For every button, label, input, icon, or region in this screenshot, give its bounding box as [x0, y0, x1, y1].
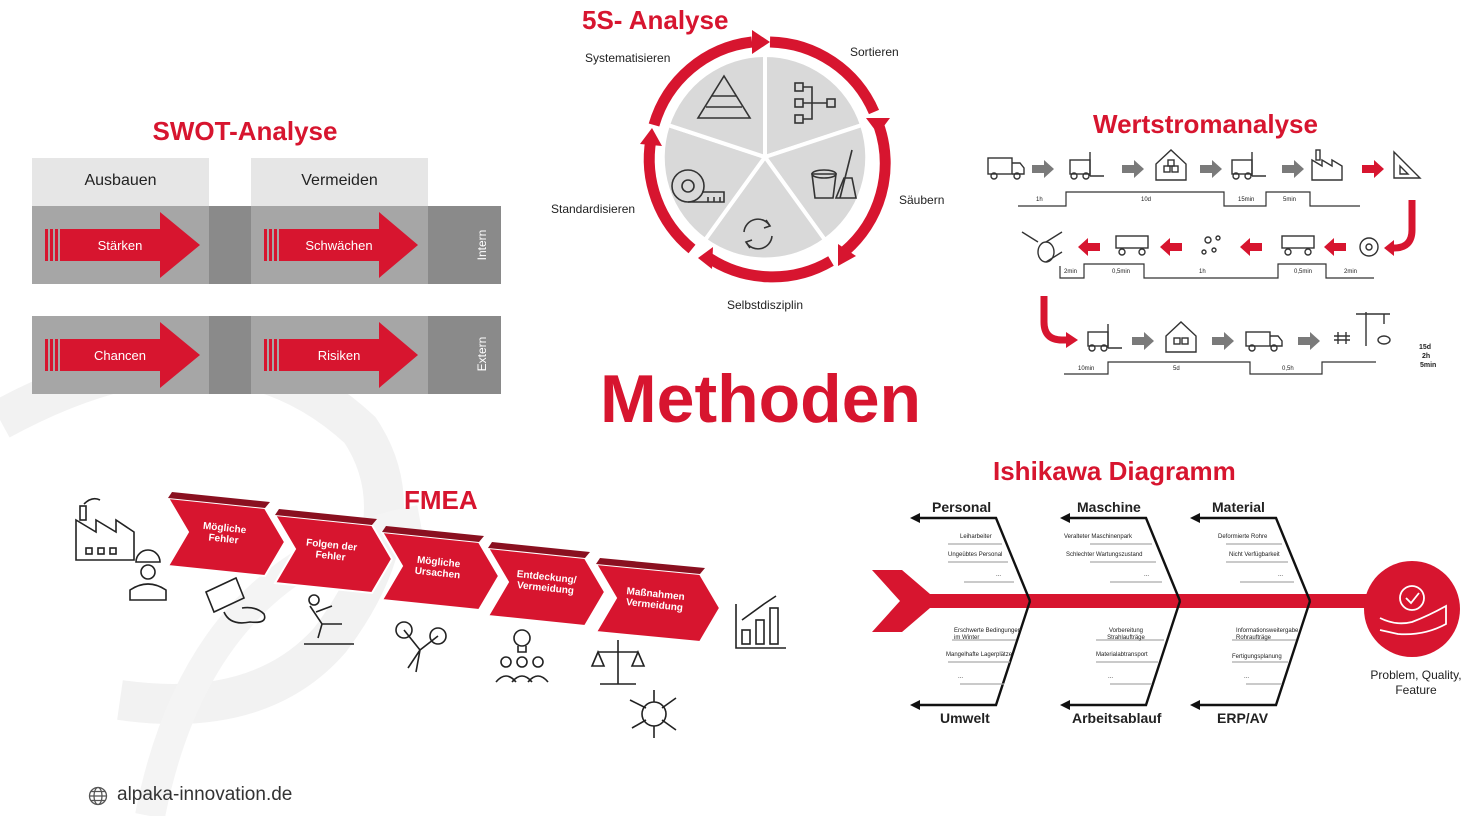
vsm-total: 2h [1422, 353, 1431, 360]
five-s-step-label: Systematisieren [585, 51, 671, 65]
vsm-time-label: 5d [1173, 366, 1180, 372]
swot-col-header: Vermeiden [301, 172, 378, 189]
ishikawa-cause: Veralteter Maschinenpark [1064, 534, 1133, 540]
swot-cell-staerken: Stärken [97, 238, 143, 253]
ishikawa-category: Personal [932, 499, 992, 515]
tape-measure-icon [671, 169, 725, 203]
globe-icon [88, 786, 108, 806]
ishikawa-cause: Vorbereitung Strahlaufträge [1107, 628, 1145, 641]
welding-sparks-icon [1201, 235, 1221, 255]
ishikawa-cause: Fertigungsplanung [1232, 654, 1282, 660]
footer-url[interactable]: alpaka-innovation.de [117, 784, 293, 805]
ishikawa-cause: Materialabtransport [1096, 652, 1148, 658]
ishikawa-category: Arbeitsablauf [1072, 710, 1162, 726]
warehouse-icon [1155, 149, 1187, 181]
swot-cell-chancen: Chancen [93, 348, 147, 363]
truck-icon [1245, 331, 1283, 352]
vsm-time-label: 0,5min [1294, 269, 1313, 275]
swot-title: SWOT-Analyse [152, 116, 338, 146]
scales-icon [590, 640, 646, 685]
vsm-time-label: 2min [1344, 269, 1358, 275]
ishikawa-cause: Informationsweitergabe Rohraufträge [1236, 628, 1299, 641]
ishikawa-cause: ... [958, 674, 964, 680]
falling-person-icon [304, 594, 354, 645]
vsm-total: 5min [1420, 362, 1437, 369]
page-title: Methoden [600, 361, 922, 437]
ishikawa-title: Ishikawa Diagramm [993, 456, 1236, 486]
swot-arrows [45, 212, 418, 388]
saw-blade-icon [1359, 237, 1379, 257]
swot-cell-risiken: Risiken [317, 348, 361, 363]
vsm-time-label: 1h [1036, 197, 1043, 203]
swot-col-header: Ausbauen [84, 172, 157, 189]
warehouse-icon [1165, 321, 1197, 353]
vsm-time-label: 1h [1199, 269, 1206, 275]
vsm-time-label: 0,5min [1112, 269, 1131, 275]
spill-icon [204, 576, 266, 624]
ishikawa-effect-label: Problem, Quality, Feature [1370, 668, 1462, 697]
cycle-icon [743, 218, 773, 250]
five-s-step-label: Säubern [899, 193, 945, 207]
construction-site-icon [1334, 312, 1391, 346]
ishikawa-cause: Mangelhafte Lagerplätze [946, 652, 1013, 658]
team-idea-icon [495, 629, 549, 683]
hierarchy-icon [794, 82, 836, 124]
ishikawa-category: Umwelt [940, 710, 990, 726]
ishikawa-category: Material [1212, 499, 1265, 515]
fmea-title: FMEA [404, 485, 478, 515]
five-s-title: 5S- Analyse [582, 5, 729, 35]
ishikawa-cause: Ungeübtes Personal [948, 552, 1003, 558]
swot-header-vermeiden [251, 158, 428, 206]
swot-cell-schwaechen: Schwächen [305, 238, 373, 253]
ishikawa-cause: ... [1278, 572, 1284, 578]
worker-icon [129, 549, 167, 601]
factory-icon [75, 497, 135, 561]
ishikawa-cause: ... [996, 572, 1002, 578]
drone-crash-icon [395, 621, 447, 673]
pyramid-icon [696, 74, 752, 119]
set-square-icon [1393, 150, 1422, 179]
broom-bucket-icon [811, 149, 857, 199]
vsm-time-label: 15min [1238, 197, 1255, 203]
forklift-icon [1069, 152, 1104, 180]
conveyor-machine-icon [1281, 235, 1315, 256]
vsm-time-label: 5min [1283, 197, 1297, 203]
swot-header-ausbauen [32, 158, 209, 206]
ishikawa-cause: ... [1244, 674, 1250, 680]
five-s-step-label: Selbstdisziplin [727, 298, 804, 312]
ishikawa-cause: Leiharbeiter [960, 534, 992, 540]
truck-icon [987, 157, 1025, 180]
conveyor-machine-icon [1115, 235, 1149, 256]
vsm-time-label: 10d [1141, 197, 1152, 203]
five-s-step-label: Sortieren [850, 45, 899, 59]
ishikawa-cause: Erschwerte Bedingungen im Winter [954, 628, 1022, 641]
ishikawa-cause: Deformierte Rohre [1218, 534, 1268, 540]
forklift-icon [1087, 324, 1122, 352]
vsm-total: 15d [1419, 344, 1432, 351]
ishikawa-cause: ... [1144, 572, 1150, 578]
vsm-time-label: 10min [1078, 366, 1095, 372]
ishikawa-category: ERP/AV [1217, 710, 1269, 726]
teamwork-hands-icon [629, 690, 677, 738]
wertstrom-title: Wertstromanalyse [1093, 109, 1318, 139]
vsm-time-label: 0,5h [1282, 366, 1294, 372]
pipe-tool-icon [1021, 231, 1063, 263]
ishikawa-cause: ... [1108, 674, 1114, 680]
forklift-icon [1231, 152, 1266, 180]
bar-chart-icon [735, 595, 786, 649]
ishikawa-cause: Nicht Verfügbarkeit [1229, 552, 1280, 558]
five-s-step-label: Standardisieren [551, 202, 636, 216]
vsm-time-label: 2min [1064, 269, 1078, 275]
ishikawa-cause: Schlechter Wartungszustand [1066, 552, 1143, 558]
factory-icon [1311, 149, 1343, 181]
ishikawa-category: Maschine [1077, 499, 1141, 515]
